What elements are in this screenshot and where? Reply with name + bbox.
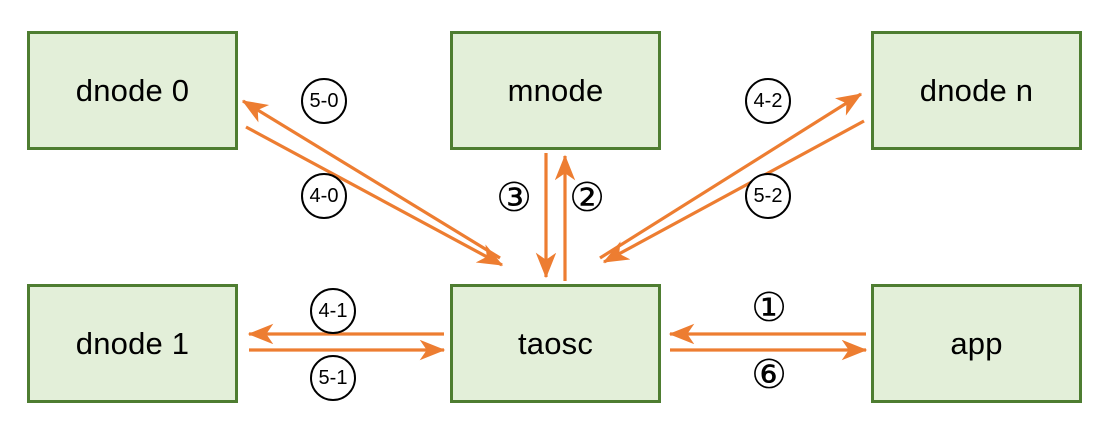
node-label: dnode n <box>919 72 1034 108</box>
edge-label-text: ③ <box>496 175 532 221</box>
node-label: dnode 0 <box>75 72 190 108</box>
node-app: app <box>871 284 1082 403</box>
node-label: mnode <box>507 72 604 108</box>
edge-label-text: ① <box>751 285 787 331</box>
edge-label-4-1: 4-1 <box>310 288 356 334</box>
node-dnoden: dnode n <box>871 31 1082 150</box>
edge-label-5-1: 5-1 <box>310 355 356 401</box>
edge-label-4-0: 4-0 <box>301 173 347 219</box>
edge-label-text: 5-1 <box>318 366 348 389</box>
edge-label-text: ⑥ <box>751 352 787 398</box>
edge-label-text: 4-2 <box>753 89 783 112</box>
edge-label-6: ⑥ <box>749 355 789 395</box>
edge-label-1: ① <box>749 288 789 328</box>
node-dnode0: dnode 0 <box>27 31 238 150</box>
edge-label-text: 5-0 <box>309 89 339 112</box>
edge-label-5-0: 5-0 <box>301 78 347 124</box>
edge-label-text: ② <box>569 175 605 221</box>
edge-label-5-2: 5-2 <box>745 173 791 219</box>
node-taosc: taosc <box>450 284 661 403</box>
node-label: app <box>950 325 1003 361</box>
node-label: taosc <box>517 325 594 361</box>
edge-label-text: 5-2 <box>753 184 783 207</box>
node-mnode: mnode <box>450 31 661 150</box>
node-label: dnode 1 <box>75 325 190 361</box>
edge-label-3: ③ <box>494 178 534 218</box>
edge-label-text: 4-1 <box>318 299 348 322</box>
edge-label-4-2: 4-2 <box>745 78 791 124</box>
edge-label-text: 4-0 <box>309 184 339 207</box>
node-dnode1: dnode 1 <box>27 284 238 403</box>
edge-label-2: ② <box>567 178 607 218</box>
